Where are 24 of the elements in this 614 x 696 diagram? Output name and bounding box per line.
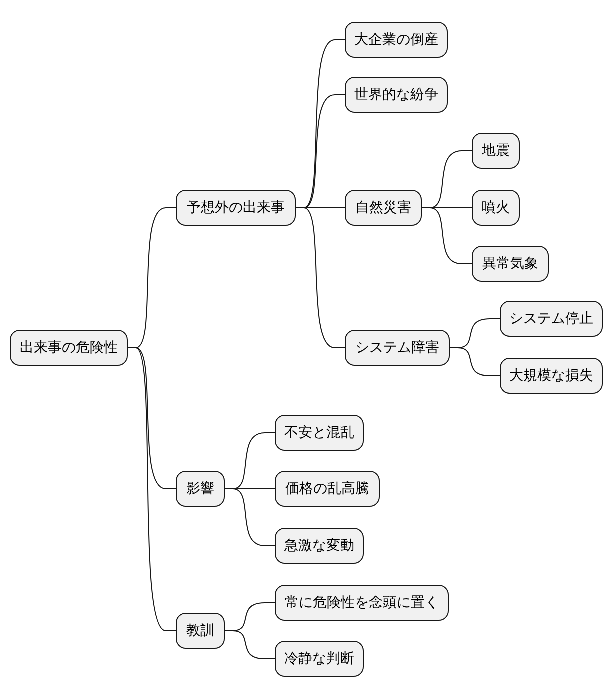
topic-box: 地震 xyxy=(472,133,520,169)
topic-box: 異常気象 xyxy=(472,246,549,282)
topic-box: 常に危険性を念頭に置く xyxy=(275,585,449,621)
topic-box: 冷静な判断 xyxy=(275,641,364,677)
topic-box: 出来事の危険性 xyxy=(10,330,128,366)
topic-box: 教訓 xyxy=(176,613,225,649)
topic-box: 噴火 xyxy=(472,190,520,226)
topic-box: 大企業の倒産 xyxy=(345,22,448,58)
connector-line xyxy=(224,630,276,660)
connector-line xyxy=(224,488,276,546)
topic-box: 急激な変動 xyxy=(275,528,364,564)
connector-line xyxy=(128,348,176,632)
topic-box: 世界的な紛争 xyxy=(345,77,448,113)
topic-box: システム障害 xyxy=(345,330,450,366)
topic-box: システム停止 xyxy=(500,301,603,337)
topic-box: 影響 xyxy=(176,471,225,507)
topic-box: 自然災害 xyxy=(345,190,422,226)
connector-line xyxy=(450,348,500,376)
topic-box: 大規模な損失 xyxy=(500,358,603,394)
topic-box: 価格の乱高騰 xyxy=(275,471,380,507)
connector-line xyxy=(296,208,346,348)
topic-box: 予想外の出来事 xyxy=(176,190,296,226)
topic-box: 不安と混乱 xyxy=(275,415,364,451)
connector-line xyxy=(422,208,472,264)
